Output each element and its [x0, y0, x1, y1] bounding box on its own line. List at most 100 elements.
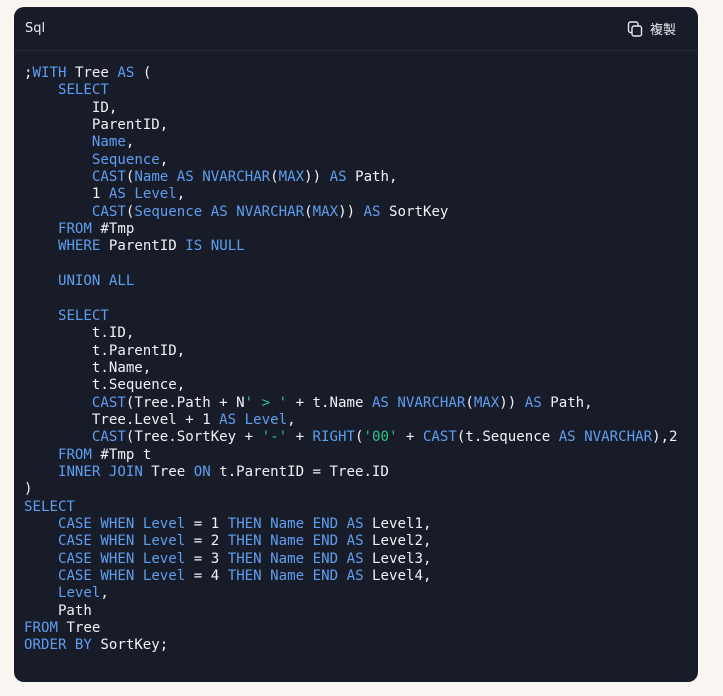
code-line: CASE WHEN Level = 1 THEN Name END AS Lev…: [24, 516, 698, 533]
code-line: WHERE ParentID IS NULL: [24, 238, 698, 255]
code-line: 1 AS Level,: [24, 186, 698, 203]
keyword-token: AS: [210, 203, 228, 220]
text-token: [24, 464, 58, 480]
keyword-token: AS: [346, 533, 364, 550]
text-token: [304, 551, 313, 567]
code-line: [24, 256, 698, 273]
text-token: ParentID,: [24, 117, 169, 134]
text-token: = 4: [185, 567, 228, 584]
keyword-token: AS: [219, 411, 237, 428]
keyword-token: SELECT: [57, 82, 109, 99]
keyword-token: THEN: [227, 515, 262, 532]
keyword-token: CAST: [422, 429, 457, 446]
text-token: ,: [159, 151, 169, 168]
text-token: ),2: [652, 429, 678, 446]
code-line: CASE WHEN Level = 2 THEN Name END AS Lev…: [24, 533, 698, 550]
code-line: t.Sequence,: [24, 377, 698, 394]
keyword-token: ORDER BY: [24, 637, 92, 654]
keyword-token: CASE WHEN: [57, 567, 135, 584]
keyword-token: Sequence: [134, 203, 203, 220]
code-line: Tree.Level + 1 AS Level,: [24, 412, 698, 429]
keyword-token: UNION ALL: [57, 273, 135, 290]
text-token: [24, 585, 58, 601]
code-line: Sequence,: [24, 152, 698, 169]
text-token: ParentID: [100, 238, 186, 255]
keyword-token: AS: [363, 203, 381, 220]
text-token: +: [287, 429, 313, 446]
text-token: #Tmp t: [91, 446, 152, 463]
keyword-token: NVARCHAR: [584, 429, 653, 446]
keyword-token: FROM: [57, 221, 92, 238]
text-token: (: [304, 203, 313, 220]
keyword-token: AS: [558, 429, 576, 446]
keyword-token: NVARCHAR: [236, 203, 305, 220]
text-token: [262, 533, 271, 549]
code-line: ID,: [24, 100, 698, 117]
keyword-token: AS: [329, 169, 347, 186]
code-line: ORDER BY SortKey;: [24, 637, 698, 654]
code-line: SELECT: [24, 499, 698, 516]
text-token: [24, 273, 58, 289]
code-line: SELECT: [24, 82, 698, 99]
text-token: [24, 152, 92, 168]
code-line: FROM #Tmp t: [24, 447, 698, 464]
keyword-token: Level: [142, 567, 186, 584]
text-token: [228, 204, 237, 220]
keyword-token: CAST: [91, 169, 126, 186]
text-token: ,: [125, 134, 135, 151]
text-token: Level2,: [363, 533, 432, 550]
keyword-token: SELECT: [24, 498, 75, 515]
code-line: CASE WHEN Level = 3 THEN Name END AS Lev…: [24, 551, 698, 568]
text-token: ,: [176, 186, 186, 203]
text-token: Tree: [142, 463, 194, 480]
copy-icon: [626, 20, 644, 38]
keyword-token: THEN: [227, 567, 262, 584]
copy-button[interactable]: 複製: [626, 19, 676, 38]
keyword-token: CAST: [91, 203, 126, 220]
keyword-token: Name: [134, 169, 169, 186]
text-token: 1: [24, 186, 109, 203]
text-token: )): [304, 169, 330, 186]
keyword-token: END: [312, 515, 339, 532]
keyword-token: SELECT: [57, 307, 109, 324]
code-line: ParentID,: [24, 117, 698, 134]
text-token: (Tree.Path + N: [125, 394, 245, 411]
text-token: [236, 412, 245, 428]
text-token: [304, 516, 313, 532]
keyword-token: AS: [108, 186, 126, 203]
text-token: +: [397, 429, 423, 446]
text-token: [262, 568, 271, 584]
string-token: '-': [261, 429, 288, 446]
keyword-token: Level: [57, 585, 101, 602]
keyword-token: RIGHT: [312, 429, 355, 446]
text-token: (: [270, 169, 279, 186]
keyword-token: NULL: [210, 238, 245, 255]
text-token: Path,: [541, 394, 593, 411]
keyword-token: MAX: [473, 394, 500, 411]
code-line: [24, 290, 698, 307]
code-line: CAST(Tree.Path + N' > ' + t.Name AS NVAR…: [24, 395, 698, 412]
text-token: [24, 134, 92, 150]
text-token: t.ParentID,: [24, 342, 186, 359]
text-token: [24, 204, 92, 220]
text-token: Tree: [57, 620, 101, 636]
keyword-token: Level: [134, 186, 177, 203]
text-token: SortKey: [380, 203, 449, 220]
keyword-token: THEN: [227, 533, 262, 550]
text-token: (Tree.SortKey +: [125, 429, 262, 446]
text-token: ): [24, 481, 33, 498]
code-line: Level,: [24, 585, 698, 602]
text-token: )): [338, 203, 364, 220]
code-line: ;WITH Tree AS (: [24, 65, 698, 82]
code-line: t.ID,: [24, 325, 698, 342]
keyword-token: Name: [270, 550, 305, 567]
text-token: )): [499, 394, 525, 411]
text-token: ,: [100, 585, 109, 602]
code-line: CAST(Tree.SortKey + '-' + RIGHT('00' + C…: [24, 429, 698, 446]
text-token: [338, 551, 347, 567]
code-body[interactable]: ;WITH Tree AS ( SELECT ID, ParentID, Nam…: [14, 51, 698, 665]
keyword-token: THEN: [227, 550, 262, 567]
text-token: [24, 82, 58, 98]
keyword-token: CAST: [91, 394, 126, 411]
text-token: ID,: [24, 99, 118, 116]
